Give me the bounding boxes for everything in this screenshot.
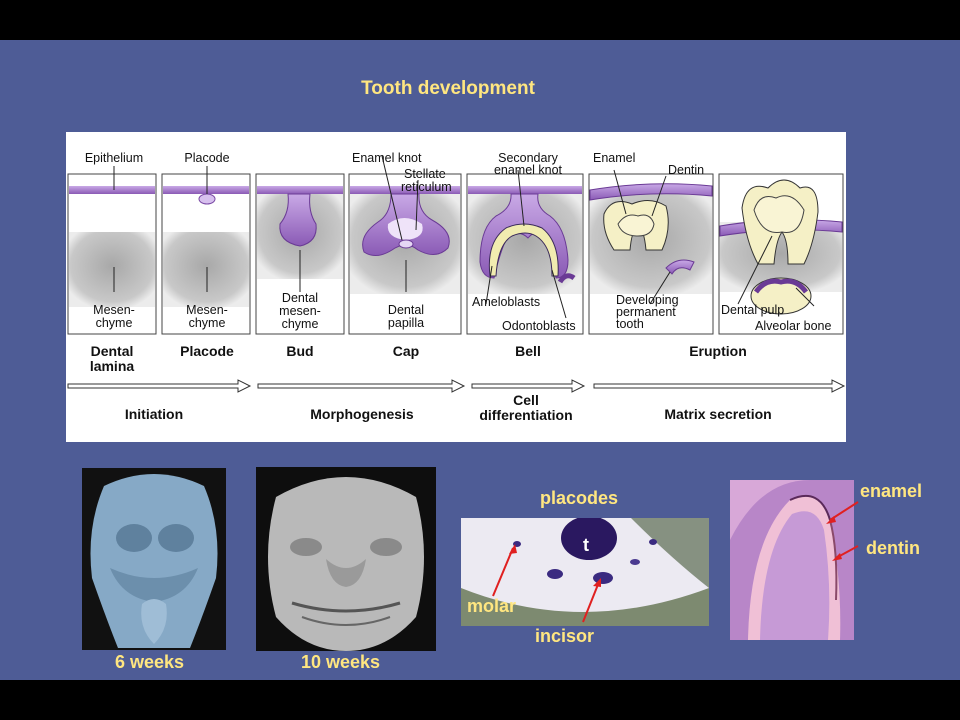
panel-placode (161, 166, 251, 335)
label-placode: Placode (184, 151, 229, 165)
label-ameloblasts: Ameloblasts (472, 295, 540, 309)
label-enamel-knot: Enamel knot (352, 151, 422, 165)
phase-cell-2: differentiation (479, 407, 572, 423)
label-odontoblasts: Odontoblasts (502, 319, 576, 333)
label-placodes: placodes (540, 488, 619, 508)
label-mes1-2: chyme (96, 316, 133, 330)
slide-title: Tooth development (361, 78, 535, 99)
label-secondary-2: enamel knot (494, 163, 563, 177)
caption-6-weeks: 6 weeks (115, 652, 185, 672)
stage-eruption: Eruption (689, 343, 747, 359)
label-dm-1: Dental (282, 291, 318, 305)
label-mes2-2: chyme (189, 316, 226, 330)
phase-matrix: Matrix secretion (664, 406, 771, 422)
label-dev-3: tooth (616, 317, 644, 331)
stage-placode: Placode (180, 343, 234, 359)
label-secondary-1: Secondary (498, 151, 559, 165)
panel-bud (255, 173, 345, 335)
stage-dental-2: lamina (90, 358, 135, 374)
stage-bell: Bell (515, 343, 541, 359)
label-mes1-1: Mesen- (93, 303, 135, 317)
label-alveolar-bone: Alveolar bone (755, 319, 831, 333)
photo-6-weeks (82, 468, 226, 650)
label-dev-1: Developing (616, 293, 679, 307)
label-dental-pulp: Dental pulp (721, 303, 784, 317)
label-dm-2: mesen- (279, 304, 321, 318)
label-dp-1: Dental (388, 303, 424, 317)
phase-arrows (67, 379, 846, 393)
photo-placodes (461, 516, 709, 626)
stage-dental-1: Dental (91, 343, 134, 359)
phase-cell-1: Cell (513, 392, 539, 408)
label-molar: molar (467, 596, 517, 616)
panel-eruption-1 (588, 169, 714, 335)
stage-bud: Bud (286, 343, 313, 359)
diagram-svg: Epithelium Placode Enamel knot Stellate … (67, 151, 846, 423)
label-enamel-photo: enamel (860, 481, 923, 501)
panel-dental-lamina (67, 166, 157, 335)
label-epithelium: Epithelium (85, 151, 143, 165)
label-dentin: Dentin (668, 163, 704, 177)
label-dm-3: chyme (282, 317, 319, 331)
caption-10-weeks: 10 weeks (301, 652, 381, 672)
label-enamel: Enamel (593, 151, 635, 165)
label-dentin-photo: dentin (866, 538, 920, 558)
slide: Tooth development (0, 40, 960, 680)
panel-cap (348, 155, 462, 335)
phase-morphogenesis: Morphogenesis (310, 406, 414, 422)
label-mes2-1: Mesen- (186, 303, 228, 317)
tooth-development-diagram: Epithelium Placode Enamel knot Stellate … (66, 132, 846, 442)
panel-bell (466, 169, 584, 335)
stage-cap: Cap (393, 343, 419, 359)
label-stellate-2: reticulum (401, 180, 452, 194)
label-t: t (583, 535, 589, 555)
label-dp-2: papilla (388, 316, 424, 330)
phase-initiation: Initiation (125, 406, 183, 422)
histology-arrows (826, 501, 859, 561)
photo-histology (730, 480, 854, 640)
panel-eruption-2 (718, 173, 844, 335)
label-stellate-1: Stellate (404, 167, 446, 181)
photo-10-weeks (256, 467, 436, 651)
label-dev-2: permanent (616, 305, 676, 319)
label-incisor: incisor (535, 626, 595, 646)
